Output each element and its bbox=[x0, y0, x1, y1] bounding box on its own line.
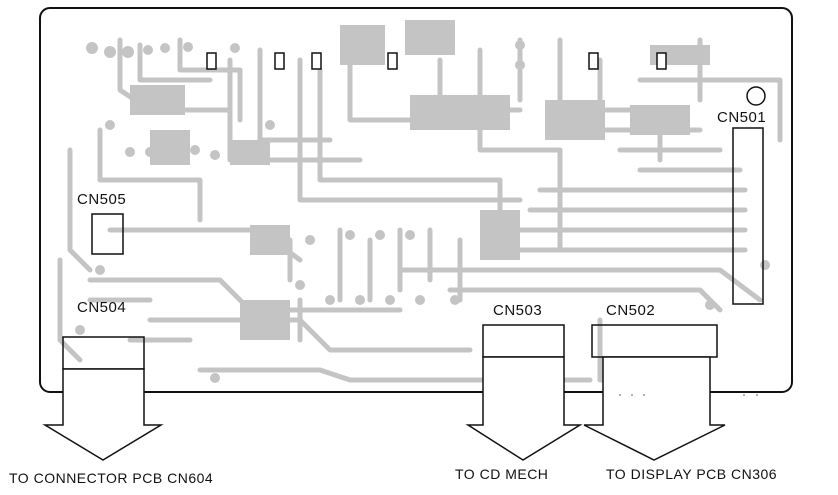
mounting-hole bbox=[746, 86, 766, 106]
cn501-outline bbox=[732, 127, 764, 305]
cn505-outline bbox=[91, 213, 124, 255]
arrow-connector-pcb bbox=[42, 368, 164, 461]
dest-connector-pcb: TO CONNECTOR PCB CN604 bbox=[9, 470, 214, 486]
dest-cd-mech: TO CD MECH bbox=[455, 466, 549, 482]
arrow-cd-mech bbox=[465, 356, 583, 461]
cn503-label: CN503 bbox=[493, 302, 543, 319]
component-outlines bbox=[206, 52, 667, 70]
cn501-label: CN501 bbox=[717, 109, 767, 126]
cn502-label: CN502 bbox=[606, 302, 656, 319]
dest-display-pcb: TO DISPLAY PCB CN306 bbox=[606, 466, 778, 482]
arrow-display-pcb bbox=[583, 356, 726, 461]
arrows bbox=[42, 356, 726, 461]
cn504-label: CN504 bbox=[77, 299, 127, 316]
copper-pours bbox=[130, 20, 710, 340]
dots bbox=[619, 394, 758, 396]
cn505-label: CN505 bbox=[77, 191, 127, 208]
